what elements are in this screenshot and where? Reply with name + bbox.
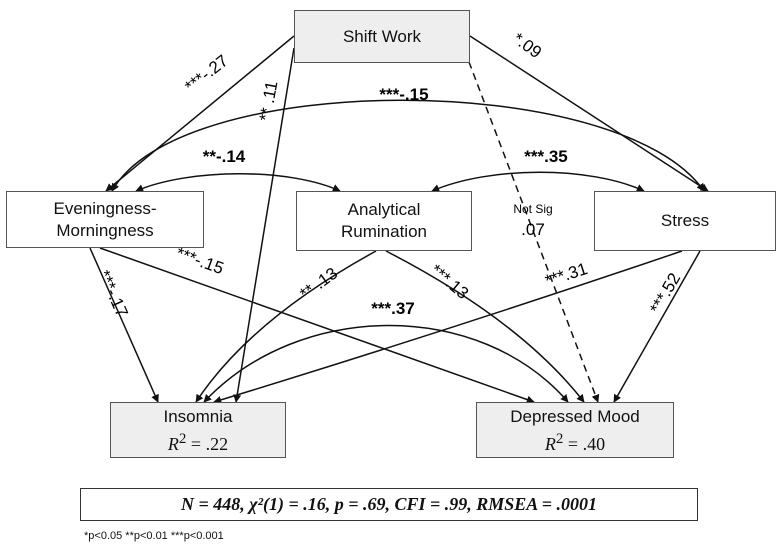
edge-rumination-insomnia [195, 250, 377, 403]
cov-rumination-stress [431, 171, 645, 192]
fit-statistics: N = 448, χ²(1) = .16, p = .69, CFI = .99… [80, 488, 698, 521]
significance-legend: *p<0.05 **p<0.01 ***p<0.001 [84, 530, 224, 542]
node-analytical-rumination: Analytical Rumination [296, 191, 472, 251]
edge-stress-insomnia [213, 250, 683, 404]
coef-shift-depressed-note: Not Sig [513, 202, 552, 216]
edge-eveningness-insomnia [89, 247, 159, 403]
coef-stress-insomnia: ***.31 [543, 259, 590, 291]
node-rumination-label-2: Rumination [341, 222, 427, 241]
coef-eveningness-insomnia: ***-.17 [94, 267, 131, 320]
coef-shift-eveningness: ***-.27 [181, 51, 231, 96]
coef-shift-depressed: .07 [521, 220, 545, 239]
node-rumination-label-1: Analytical [347, 200, 421, 219]
edge-rumination-depressed [385, 250, 585, 403]
node-eveningness-morningness: Eveningness- Morningness [6, 191, 204, 248]
node-stress: Stress [594, 191, 776, 251]
edge-eveningness-depressed [99, 247, 535, 404]
node-insomnia: Insomnia R2 = .22 [110, 402, 286, 458]
edge-stress-depressed [613, 250, 701, 403]
coef-rumination-stress: ***.35 [524, 147, 567, 166]
node-insomnia-label: Insomnia [163, 406, 233, 426]
node-eveningness-label-2: Morningness [56, 220, 154, 240]
coef-stress-depressed: ***.52 [646, 270, 684, 317]
edge-shift-eveningness [105, 35, 295, 192]
node-shift-work: Shift Work [294, 10, 470, 63]
coef-insomnia-depressed: ***.37 [371, 299, 414, 318]
node-eveningness-label-1: Eveningness- [53, 198, 157, 218]
node-shift-work-label: Shift Work [342, 26, 422, 46]
cov-eveningness-stress [111, 99, 705, 192]
node-depressed-label: Depressed Mood [510, 406, 640, 426]
coef-shift-insomnia: ** .11 [256, 80, 282, 123]
coef-eveningness-rumination: **-.14 [203, 147, 246, 166]
coef-rumination-insomnia: ** .13 [296, 264, 341, 304]
cov-eveningness-rumination [135, 173, 341, 192]
coef-eveningness-stress: ***-.15 [379, 85, 428, 104]
node-depressed-r2: R2 = .40 [544, 430, 606, 454]
coef-shift-stress: *.09 [509, 29, 545, 62]
node-insomnia-r2: R2 = .22 [167, 430, 229, 454]
node-depressed-mood: Depressed Mood R2 = .40 [476, 402, 674, 458]
edge-shift-stress [469, 35, 709, 192]
edge-shift-depressed [468, 61, 600, 403]
cov-insomnia-depressed [203, 324, 569, 403]
coef-eveningness-depressed: ***-.15 [174, 244, 227, 279]
node-stress-label: Stress [660, 211, 710, 230]
